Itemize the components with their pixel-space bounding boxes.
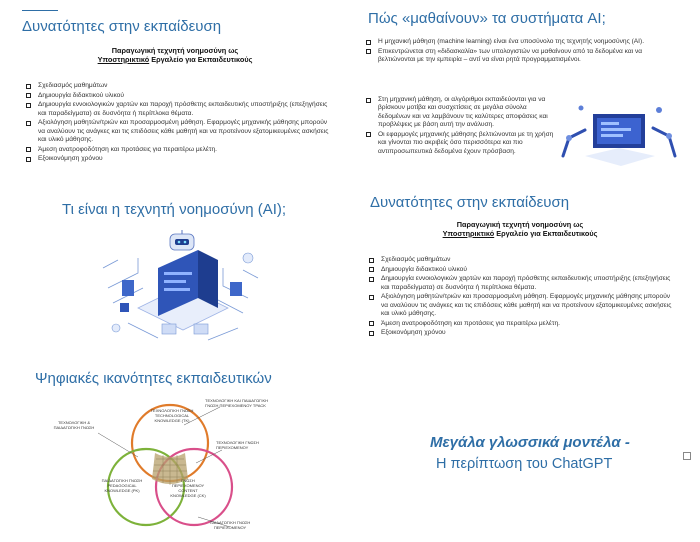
left-title-2: Τι είναι η τεχνητή νοημοσύνη (AI); <box>62 201 287 218</box>
list-item: Οι εφαρμογές μηχανικής μάθησης βελτιώνον… <box>366 131 556 156</box>
list-item: Εξοικονόμηση χρόνου <box>26 155 331 163</box>
venn-tpk-label: ΤΕΧΝΟΛΟΓΙΚΗ & ΠΑΙΔΑΓΩΓΙΚΗ ΓΝΩΣΗ <box>53 420 95 430</box>
left-subtitle-rest: Εργαλείο για Εκπαιδευτικούς <box>149 55 253 64</box>
list-item: Σχεδιασμός μαθημάτων <box>26 82 331 90</box>
venn-tk-label: ΤΕΧΝΟΛΟΓΙΚΗ ΓΝΩΣΗ TECHNOLOGICAL KNOWLEDG… <box>150 408 194 423</box>
left-subtitle: Παραγωγική τεχνητή νοημοσύνη ως Υποστηρι… <box>40 46 310 64</box>
left-subtitle-underlined: Υποστηρικτικό <box>97 55 150 64</box>
right-title-1: Πώς «μαθαίνουν» τα συστήματα AI; <box>368 10 606 27</box>
list-item: Εξοικονόμηση χρόνου <box>369 329 677 337</box>
right-title-3-line2: Η περίπτωση του ChatGPT <box>436 456 613 472</box>
right-bullet-list-bottom: Σχεδιασμός μαθημάτων Δημιουργία διδακτικ… <box>369 256 677 339</box>
venn-tc-label: ΤΕΧΝΟΛΟΓΙΚΗ ΓΝΩΣΗ ΠΕΡΙΕΧΟΜΕΝΟΥ <box>216 440 259 450</box>
list-item: Δημιουργία διδακτικού υλικού <box>369 266 677 274</box>
slide-marker-icon <box>683 452 691 460</box>
venn-pk-circle <box>106 447 186 527</box>
list-item: Η μηχανική μάθηση (machine learning) είν… <box>366 38 678 46</box>
venn-tck-label: ΤΕΧΝΟΛΟΓΙΚΗ ΚΑΙ ΠΑΙΔΑΓΩΓΙΚΗ ΓΝΩΣΗ ΠΕΡΙΕΧ… <box>205 398 269 408</box>
right-title-3-line1: Μεγάλα γλωσσικά μοντέλα - <box>430 434 630 451</box>
right-subtitle-underlined: Υποστηρικτικό <box>442 229 495 238</box>
venn-ck-circle <box>154 447 234 527</box>
right-bullet-list-mid: Στη μηχανική μάθηση, οι αλγόριθμοι εκπαι… <box>366 96 556 157</box>
right-subtitle: Παραγωγική τεχνητή νοημοσύνη ως Υποστηρι… <box>385 220 655 238</box>
right-bullet-list-top: Η μηχανική μάθηση (machine learning) είν… <box>366 38 678 66</box>
right-subtitle-line1: Παραγωγική τεχνητή νοημοσύνη ως <box>456 220 584 229</box>
right-subtitle-rest: Εργαλείο για Εκπαιδευτικούς <box>494 229 598 238</box>
list-item: Σχεδιασμός μαθημάτων <box>369 256 677 264</box>
machine-learning-illustration <box>561 105 677 166</box>
header-rule <box>22 10 58 11</box>
venn-pck-label: ΠΑΙΔΑΓΩΓΙΚΗ ΓΝΩΣΗ ΠΕΡΙΕΧΟΜΕΝΟΥ <box>209 520 251 530</box>
ai-illustration <box>102 230 259 341</box>
left-subtitle-line2: Υποστηρικτικό Εργαλείο για Εκπαιδευτικού… <box>40 55 310 64</box>
venn-ck-label: ΓΝΩΣΗ ΠΕΡΙΕΧΟΜΕΝΟΥ CONTENT KNOWLEDGE (CK… <box>170 478 206 498</box>
left-title-1: Δυνατότητες στην εκπαίδευση <box>22 18 222 35</box>
list-item: Άμεση ανατροφοδότηση και προτάσεις για π… <box>26 146 331 154</box>
venn-pk-label: ΠΑΙΔΑΓΩΓΙΚΗ ΓΝΩΣΗ PEDAGOGICAL KNOWLEDGE … <box>101 478 143 493</box>
ai-badge-icon <box>120 303 129 312</box>
tpack-venn-diagram <box>97 403 234 528</box>
block-2 <box>230 282 242 296</box>
list-item: Δημιουργία διδακτικού υλικού <box>26 92 331 100</box>
list-item: Δημιουργία εννοιολογικών χαρτών και παρο… <box>26 101 331 118</box>
screen-side <box>198 250 218 308</box>
right-subtitle-line2: Υποστηρικτικό Εργαλείο για Εκπαιδευτικού… <box>385 229 655 238</box>
block-1 <box>122 280 134 296</box>
list-item: Δημιουργία εννοιολογικών χαρτών και παρο… <box>369 275 677 292</box>
list-item: Επικεντρώνεται στη «διδασκαλία» των υπολ… <box>366 48 678 65</box>
left-bullet-list: Σχεδιασμός μαθημάτων Δημιουργία διδακτικ… <box>26 82 331 165</box>
list-item: Στη μηχανική μάθηση, οι αλγόριθμοι εκπαι… <box>366 96 556 130</box>
right-title-2: Δυνατότητες στην εκπαίδευση <box>370 194 570 211</box>
list-item: Άμεση ανατροφοδότηση και προτάσεις για π… <box>369 320 677 328</box>
left-title-3: Ψηφιακές ικανότητες εκπαιδευτικών <box>35 370 272 387</box>
robot-icon <box>169 230 195 251</box>
list-item: Αξιολόγηση μαθητών/τριών και προσαρμοσμέ… <box>26 119 331 144</box>
list-item: Αξιολόγηση μαθητών/τριών και προσαρμοσμέ… <box>369 293 677 318</box>
left-subtitle-line1: Παραγωγική τεχνητή νοημοσύνη ως <box>111 46 239 55</box>
